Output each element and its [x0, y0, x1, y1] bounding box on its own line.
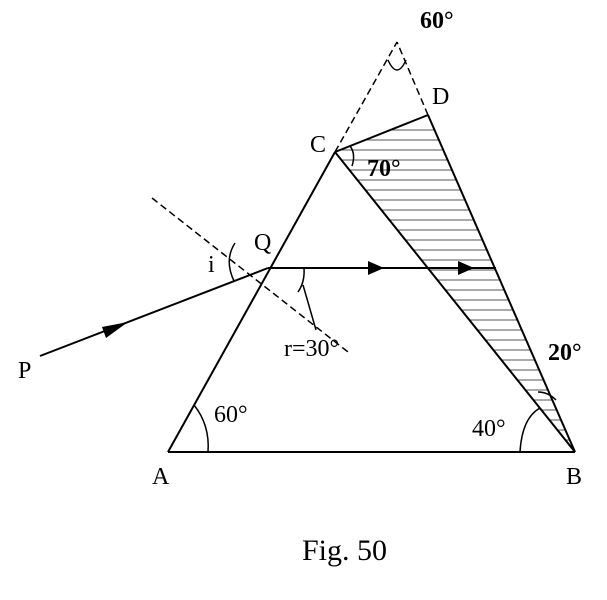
refraction-pointer	[302, 284, 317, 331]
arc-at-b-upper	[537, 391, 557, 401]
arc-at-b	[519, 407, 541, 453]
angle-apex-label: 60°	[420, 8, 454, 34]
arrow-incident	[102, 322, 128, 338]
angle-b-label: 40°	[472, 416, 506, 442]
arrow-refracted-1	[368, 261, 384, 275]
label-c: C	[310, 132, 326, 158]
side-ac	[167, 151, 336, 453]
label-p: P	[18, 358, 31, 384]
figure-caption: Fig. 50	[302, 534, 387, 567]
arc-at-c	[349, 145, 355, 167]
extension-bd	[396, 41, 429, 116]
label-d: D	[432, 84, 449, 110]
angle-i-label: i	[208, 252, 215, 278]
label-a: A	[152, 464, 170, 490]
arrow-refracted-2	[458, 261, 474, 275]
angle-a-label: 60°	[214, 402, 248, 428]
angle-r-label: r=30°	[284, 336, 339, 362]
label-b: B	[566, 464, 582, 490]
hatched-region	[335, 129, 575, 441]
incident-ray	[39, 267, 269, 357]
label-q: Q	[254, 230, 271, 256]
side-cd	[334, 114, 429, 153]
arc-apex	[387, 59, 407, 71]
angle-b-upper-label: 20°	[548, 340, 582, 366]
arc-incidence	[228, 242, 236, 282]
angle-c-label: 70°	[367, 156, 401, 182]
arc-at-a	[193, 404, 209, 453]
side-db	[427, 114, 576, 453]
arc-refraction	[297, 267, 305, 293]
extension-ac	[334, 41, 398, 153]
side-cb	[334, 151, 576, 453]
